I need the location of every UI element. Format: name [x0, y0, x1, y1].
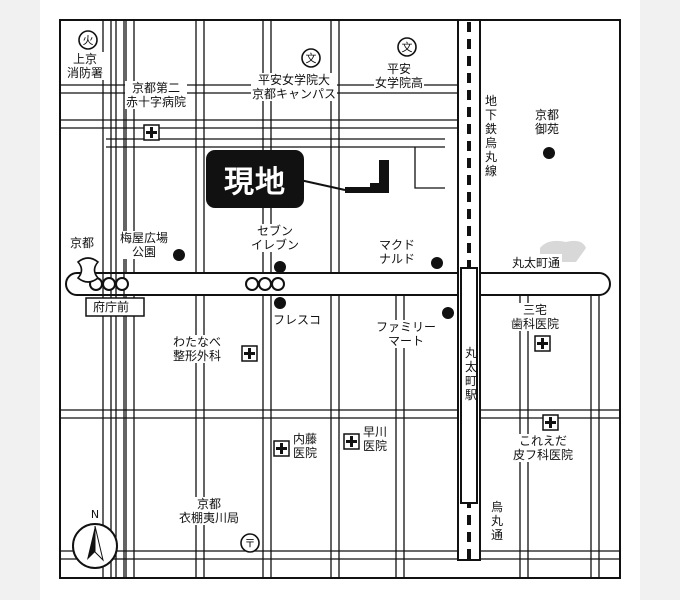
marutamachi-station-label: 丸 太 町 駅 [465, 346, 478, 402]
hayakawa-clinic-label: 早川 医院 [362, 425, 389, 453]
svg-text:文: 文 [402, 40, 413, 54]
post-office-label: 京都 衣棚夷川局 [178, 497, 241, 525]
karasuma-dori-label: 烏 丸 通 [490, 500, 505, 542]
road-network [60, 20, 620, 578]
marutamachi-dori [65, 272, 611, 296]
kyoto-gyoen-label: 京都 御苑 [534, 108, 561, 136]
marutamachi-dori-label: 丸太町通 [510, 254, 563, 271]
koreeda-clinic-label: これえだ 皮フ科医院 [512, 434, 575, 462]
poi-dots [173, 147, 555, 319]
site-building [345, 160, 389, 193]
kyoto-label: 京都 [69, 236, 96, 250]
post-office-icon: 〒 [240, 533, 260, 553]
hospital-icons [143, 124, 559, 457]
heian-high-label: 平安 女学院高 [374, 62, 425, 90]
heian-univ-label: 平安女学院大 京都キャンパス [251, 73, 338, 101]
naito-clinic-label: 内藤 医院 [292, 432, 319, 460]
fresco-label: フレスコ [272, 313, 323, 327]
watanabe-ortho-label: わたなべ 整形外科 [172, 335, 223, 363]
miyake-dental-label: 三宅 歯科医院 [510, 303, 561, 331]
bus-stop-label: 府庁前 [93, 300, 130, 314]
svg-text:〒: 〒 [245, 537, 256, 550]
fire-station-label: 上京 消防署 [66, 52, 105, 80]
svg-text:文: 文 [306, 51, 317, 65]
svg-text:N: N [91, 508, 99, 521]
fire-station-icon: 火 [78, 30, 98, 50]
school-icon: 文 [397, 37, 417, 57]
mcdonalds-label: マクド ナルド [378, 238, 417, 266]
site-label: 現地 [206, 150, 304, 208]
umeya-park-label: 梅屋広場 公園 [119, 231, 170, 259]
red-cross-hospital-label: 京都第二 赤十字病院 [125, 81, 188, 109]
marutamachi-station [460, 267, 478, 504]
bus-stop-markers [89, 277, 285, 291]
site-pointer [299, 179, 346, 191]
school-icon: 文 [301, 48, 321, 68]
subway-line-label: 地 下 鉄 烏 丸 線 [484, 94, 499, 178]
familymart-label: ファミリー マート [375, 320, 438, 348]
map-border [59, 19, 621, 579]
kyoto-pictogram-icon [76, 257, 100, 283]
north-arrow-icon: N [72, 508, 118, 569]
bus-stop-label-box [85, 297, 145, 317]
svg-text:火: 火 [83, 34, 94, 47]
seven-eleven-label: セブン イレブン [250, 224, 301, 252]
